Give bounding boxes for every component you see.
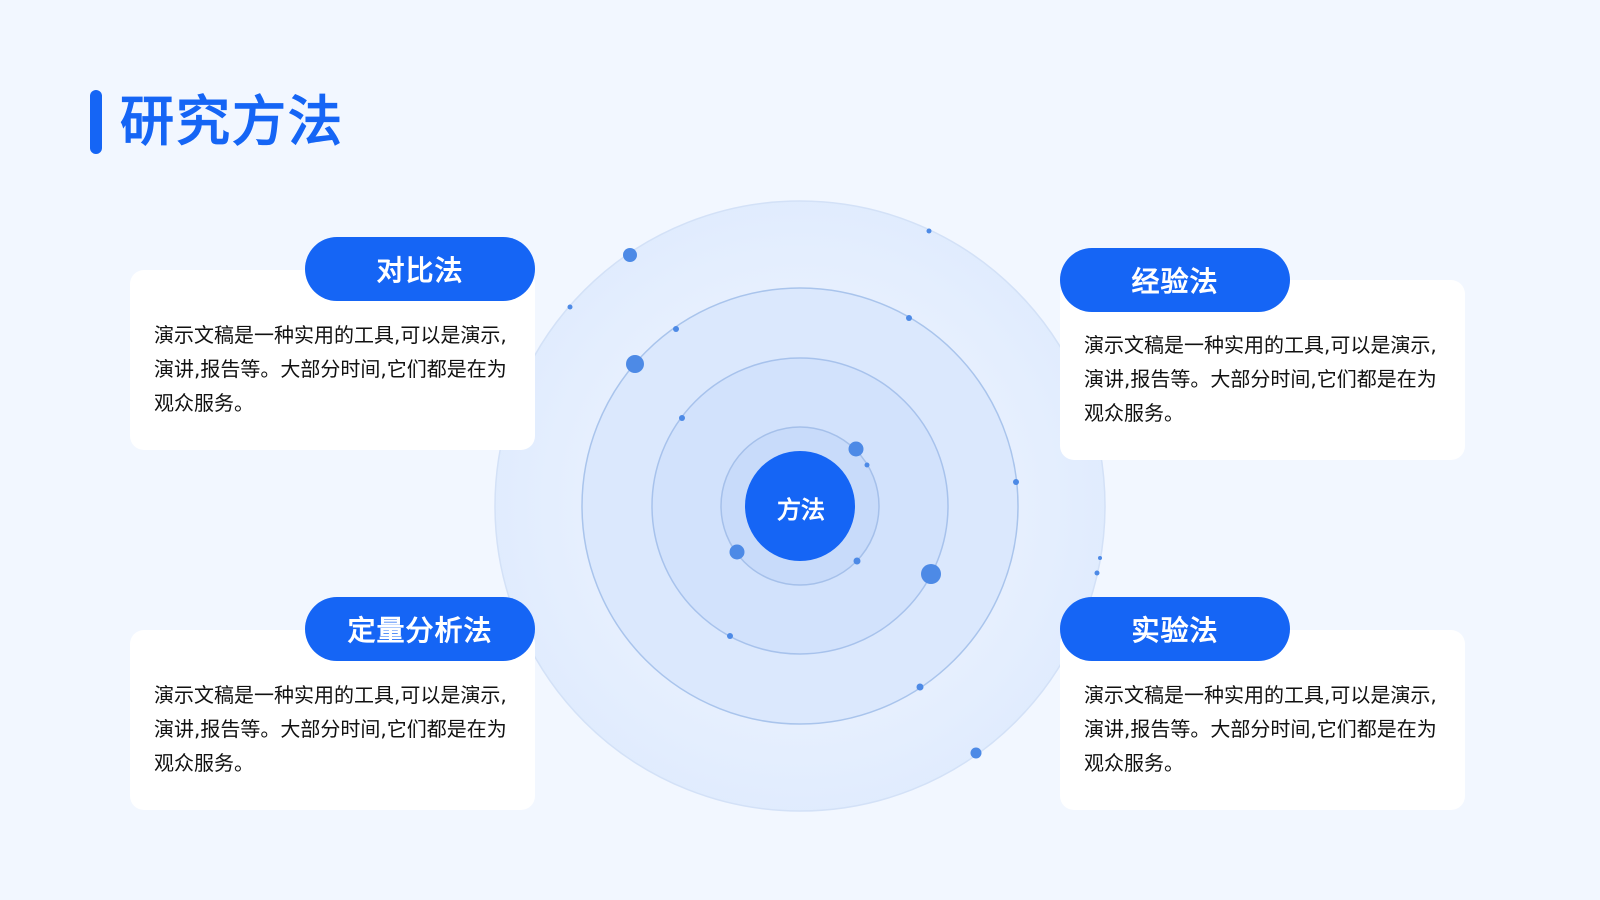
card-label-experience: 经验法 [1060, 248, 1290, 312]
orbit-dot [567, 304, 573, 310]
orbit-dot [921, 564, 941, 584]
orbit-dot [970, 747, 982, 759]
page-title: 研究方法 [120, 90, 344, 153]
orbit-dot [729, 544, 745, 560]
title-accent-bar [90, 90, 102, 154]
orbit-dot [926, 228, 932, 234]
card-text: 演示文稿是一种实用的工具,可以是演示,演讲,报告等。大部分时间,它们都是在为观众… [154, 323, 507, 415]
orbit-dot [626, 355, 644, 373]
orbit-dot [864, 462, 870, 468]
center-circle [745, 451, 855, 561]
orbit-dot [673, 326, 679, 332]
orbit-dot [623, 248, 637, 262]
orbit-dot [906, 315, 912, 321]
card-text: 演示文稿是一种实用的工具,可以是演示,演讲,报告等。大部分时间,它们都是在为观众… [154, 683, 507, 775]
card-label-quantitative: 定量分析法 [305, 597, 535, 661]
orbit-dot [679, 415, 685, 421]
center-label: 方法 [777, 495, 825, 524]
orbit-dot [1013, 479, 1019, 485]
card-text: 演示文稿是一种实用的工具,可以是演示,演讲,报告等。大部分时间,它们都是在为观众… [1084, 683, 1437, 775]
orbit-dot [853, 557, 861, 565]
orbit-dot [1098, 556, 1102, 560]
orbit-dot [1094, 570, 1100, 576]
card-text: 演示文稿是一种实用的工具,可以是演示,演讲,报告等。大部分时间,它们都是在为观众… [1084, 333, 1437, 425]
card-label-experiment: 实验法 [1060, 597, 1290, 661]
card-label-comparison: 对比法 [305, 237, 535, 301]
orbit-dot [727, 633, 733, 639]
orbit-dot [848, 441, 864, 457]
orbit-dot [916, 683, 924, 691]
